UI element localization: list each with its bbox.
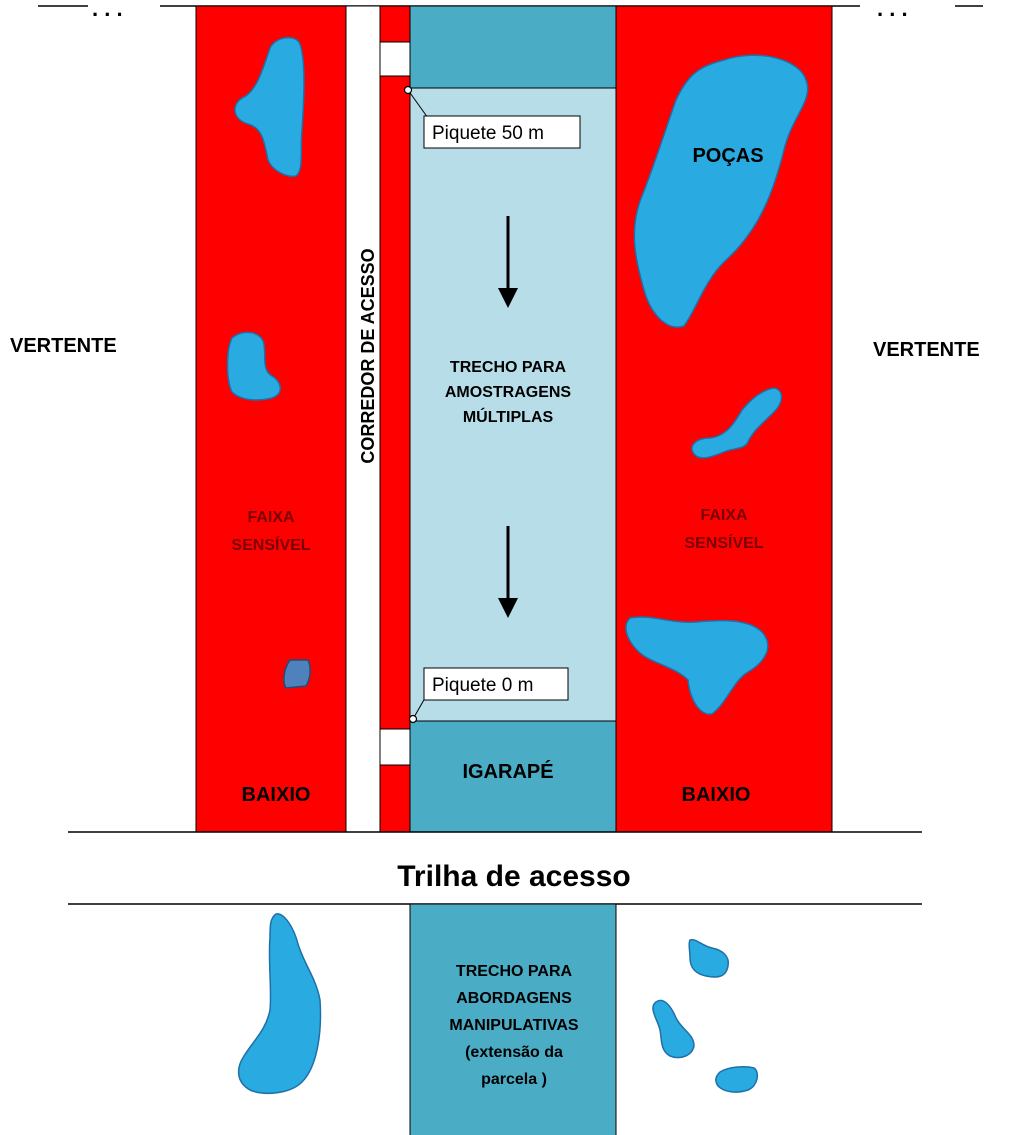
faixa-left-line2: SENSÍVEL bbox=[231, 535, 310, 554]
faixa-left-line1: FAIXA bbox=[247, 509, 295, 526]
faixa-right-line2: SENSÍVEL bbox=[684, 533, 763, 552]
pond-bottom-right-2 bbox=[652, 999, 695, 1059]
ellipsis-left: . . . bbox=[92, 0, 123, 21]
vertente-left-label: VERTENTE bbox=[10, 335, 117, 357]
corridor-edge-middle bbox=[379, 75, 411, 730]
trecho-manip-line3: MANIPULATIVAS bbox=[449, 1017, 579, 1034]
trecho-manip-line4: (extensão da bbox=[465, 1044, 563, 1061]
piquete-50-marker: Piquete 50 m bbox=[403, 85, 581, 149]
stream-bottom bbox=[409, 720, 617, 833]
manipulative-section bbox=[409, 903, 617, 1135]
piquete-0-marker: Piquete 0 m bbox=[408, 667, 569, 724]
stream-top bbox=[409, 5, 617, 89]
pond-bottom-left bbox=[237, 913, 322, 1095]
pond-left-3 bbox=[283, 659, 311, 689]
baixio-left-label: BAIXIO bbox=[242, 784, 311, 806]
trilha-label: Trilha de acesso bbox=[397, 860, 630, 893]
corridor-edge-bottom bbox=[379, 764, 411, 833]
trecho-manip-line1: TRECHO PARA bbox=[456, 963, 573, 980]
pond-left-2 bbox=[226, 331, 281, 401]
baixio-right-label: BAIXIO bbox=[682, 784, 751, 806]
piquete-0-label: Piquete 0 m bbox=[432, 675, 533, 696]
pond-bottom-right-3 bbox=[715, 1066, 759, 1093]
trecho-manip-line2: ABORDAGENS bbox=[456, 990, 572, 1007]
trecho-multi-line3: MÚLTIPLAS bbox=[463, 407, 554, 426]
flow-arrow-2 bbox=[498, 526, 518, 618]
piquete-50-label: Piquete 50 m bbox=[432, 123, 544, 144]
sampling-section bbox=[409, 87, 617, 722]
corridor-edge-top bbox=[379, 5, 411, 43]
ellipsis-right: . . . bbox=[877, 0, 908, 21]
pond-right-2 bbox=[691, 387, 783, 459]
faixa-right-line1: FAIXA bbox=[700, 507, 748, 524]
vertente-right-label: VERTENTE bbox=[873, 339, 980, 361]
trecho-multi-line2: AMOSTRAGENS bbox=[445, 384, 572, 401]
trecho-manip-line5: parcela ) bbox=[481, 1071, 547, 1088]
pocas-label: POÇAS bbox=[692, 145, 763, 167]
corredor-label: CORREDOR DE ACESSO bbox=[358, 248, 378, 463]
pond-right-large bbox=[633, 54, 809, 328]
pond-bottom-right-1 bbox=[688, 938, 730, 978]
access-corridor bbox=[345, 5, 381, 833]
pond-right-3 bbox=[625, 616, 769, 715]
igarape-label: IGARAPÉ bbox=[462, 760, 553, 783]
pond-left-1 bbox=[234, 36, 305, 178]
flow-arrow-1 bbox=[498, 216, 518, 308]
trecho-multi-line1: TRECHO PARA bbox=[450, 359, 567, 376]
